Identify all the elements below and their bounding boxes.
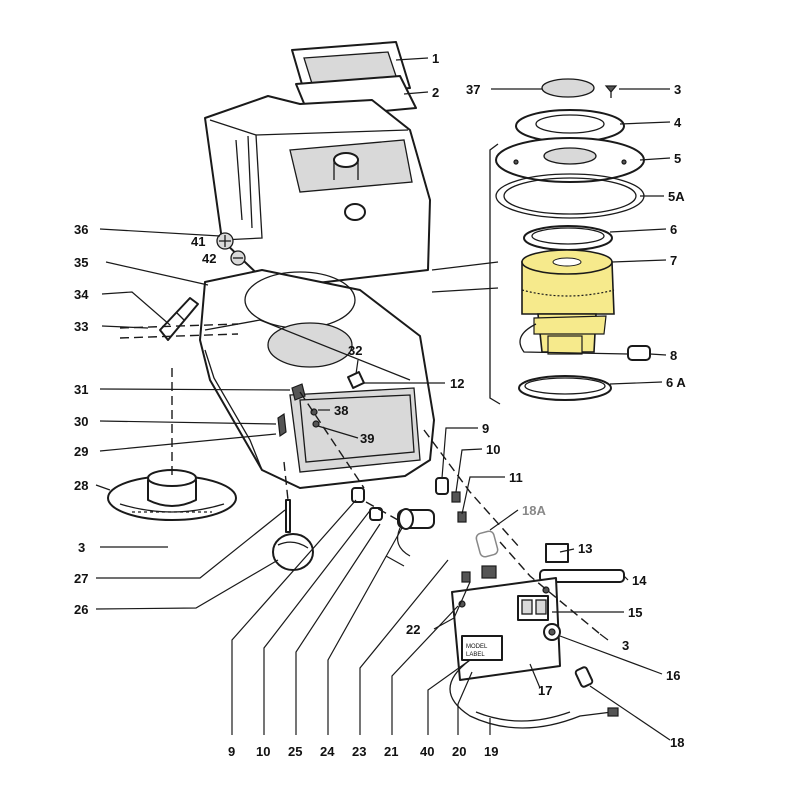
callout-10-bottom: 10: [256, 744, 270, 759]
part-28-float-ring: [107, 469, 237, 521]
callout-13: 13: [578, 541, 592, 556]
callout-3-top: 3: [674, 82, 681, 97]
callout-5A: 5A: [668, 189, 685, 204]
projection-line-upper: [431, 261, 499, 271]
callout-16: 16: [666, 668, 680, 683]
callout-17: 17: [538, 683, 552, 698]
callout-36: 36: [74, 222, 88, 237]
callout-33: 33: [74, 319, 88, 334]
callout-6: 6: [670, 222, 677, 237]
svg-text:MODEL: MODEL: [466, 644, 488, 650]
part-7-motor-highlighted: [521, 249, 615, 355]
callout-18: 18: [670, 735, 684, 750]
callout-24: 24: [320, 744, 335, 759]
part-30-screw: [277, 412, 287, 438]
callout-2: 2: [432, 85, 439, 100]
callout-39: 39: [360, 431, 374, 446]
callout-41: 41: [191, 234, 205, 249]
part-6-ring: [523, 225, 613, 251]
part-17-control-panel: MODEL LABEL: [451, 577, 561, 681]
part-26-float-ball: [272, 533, 314, 571]
leader-lines: [95, 57, 671, 741]
callout-6A: 6 A: [666, 375, 686, 390]
callout-9-right: 9: [482, 421, 489, 436]
callout-9-bottom: 9: [228, 744, 235, 759]
upper-tank-body: [204, 95, 431, 287]
callout-10-right: 10: [486, 442, 500, 457]
callout-8: 8: [670, 348, 677, 363]
callout-3-right: 3: [622, 638, 629, 653]
part-8-wire-plug: [519, 323, 651, 361]
callout-7: 7: [670, 253, 677, 268]
part-41-grille: [216, 232, 234, 250]
group-bracket: [489, 143, 501, 405]
callout-26: 26: [74, 602, 88, 617]
callout-18A: 18A: [522, 503, 546, 518]
part-31-clip: [291, 383, 306, 401]
callout-40: 40: [420, 744, 434, 759]
callout-23: 23: [352, 744, 366, 759]
callout-25: 25: [288, 744, 302, 759]
callout-38: 38: [334, 403, 348, 418]
callout-21: 21: [384, 744, 398, 759]
part-32-fitting: [347, 371, 365, 389]
part-19-power-cord: [449, 659, 619, 729]
callout-29: 29: [74, 444, 88, 459]
part-34-bracket: [159, 297, 199, 341]
callout-labels: 1 2 37 3 4 5 5A 6 7 8 6 A 36 41 42 35 34…: [74, 51, 686, 759]
part-27-rod: [285, 499, 291, 533]
part-18A-sleeve: [475, 530, 499, 558]
callout-19: 19: [484, 744, 498, 759]
part-35-base-housing: [199, 269, 435, 489]
callout-12: 12: [450, 376, 464, 391]
callout-22: 22: [406, 622, 420, 637]
callout-1: 1: [432, 51, 439, 66]
callout-15: 15: [628, 605, 642, 620]
callout-31: 31: [74, 382, 88, 397]
part-42-grille: [230, 250, 246, 266]
callout-27: 27: [74, 571, 88, 586]
valve-assembly: [351, 487, 435, 567]
callout-3-left: 3: [78, 540, 85, 555]
callout-34: 34: [74, 287, 89, 302]
callout-32: 32: [348, 343, 362, 358]
connectors-row: [461, 565, 497, 583]
part-18-plug: [574, 666, 594, 688]
callout-30: 30: [74, 414, 88, 429]
callout-4: 4: [674, 115, 682, 130]
part-37-filter-disc: [541, 78, 595, 98]
part-9-connector: [435, 477, 449, 495]
part-3-screw-top: [604, 85, 618, 98]
callout-37: 37: [466, 82, 480, 97]
svg-text:LABEL: LABEL: [466, 652, 485, 658]
part-5-flange: [495, 137, 645, 183]
projection-line-lower: [431, 287, 499, 293]
part-6A-ring: [518, 375, 612, 401]
callout-28: 28: [74, 478, 88, 493]
callout-11: 11: [509, 470, 523, 485]
callout-42: 42: [202, 251, 216, 266]
callout-20: 20: [452, 744, 466, 759]
callout-14: 14: [632, 573, 647, 588]
callout-5: 5: [674, 151, 681, 166]
part-13-switch: [545, 543, 569, 563]
callout-35: 35: [74, 255, 88, 270]
